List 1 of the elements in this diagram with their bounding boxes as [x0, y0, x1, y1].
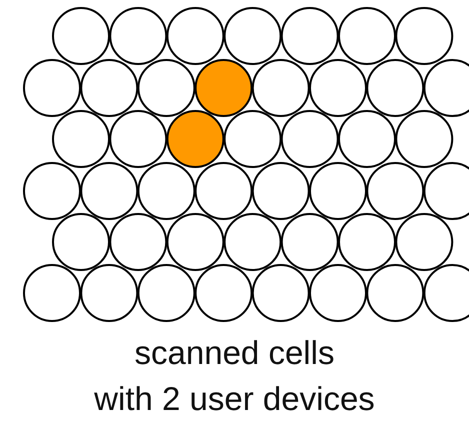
caption: scanned cells with 2 user devices [93, 333, 376, 419]
